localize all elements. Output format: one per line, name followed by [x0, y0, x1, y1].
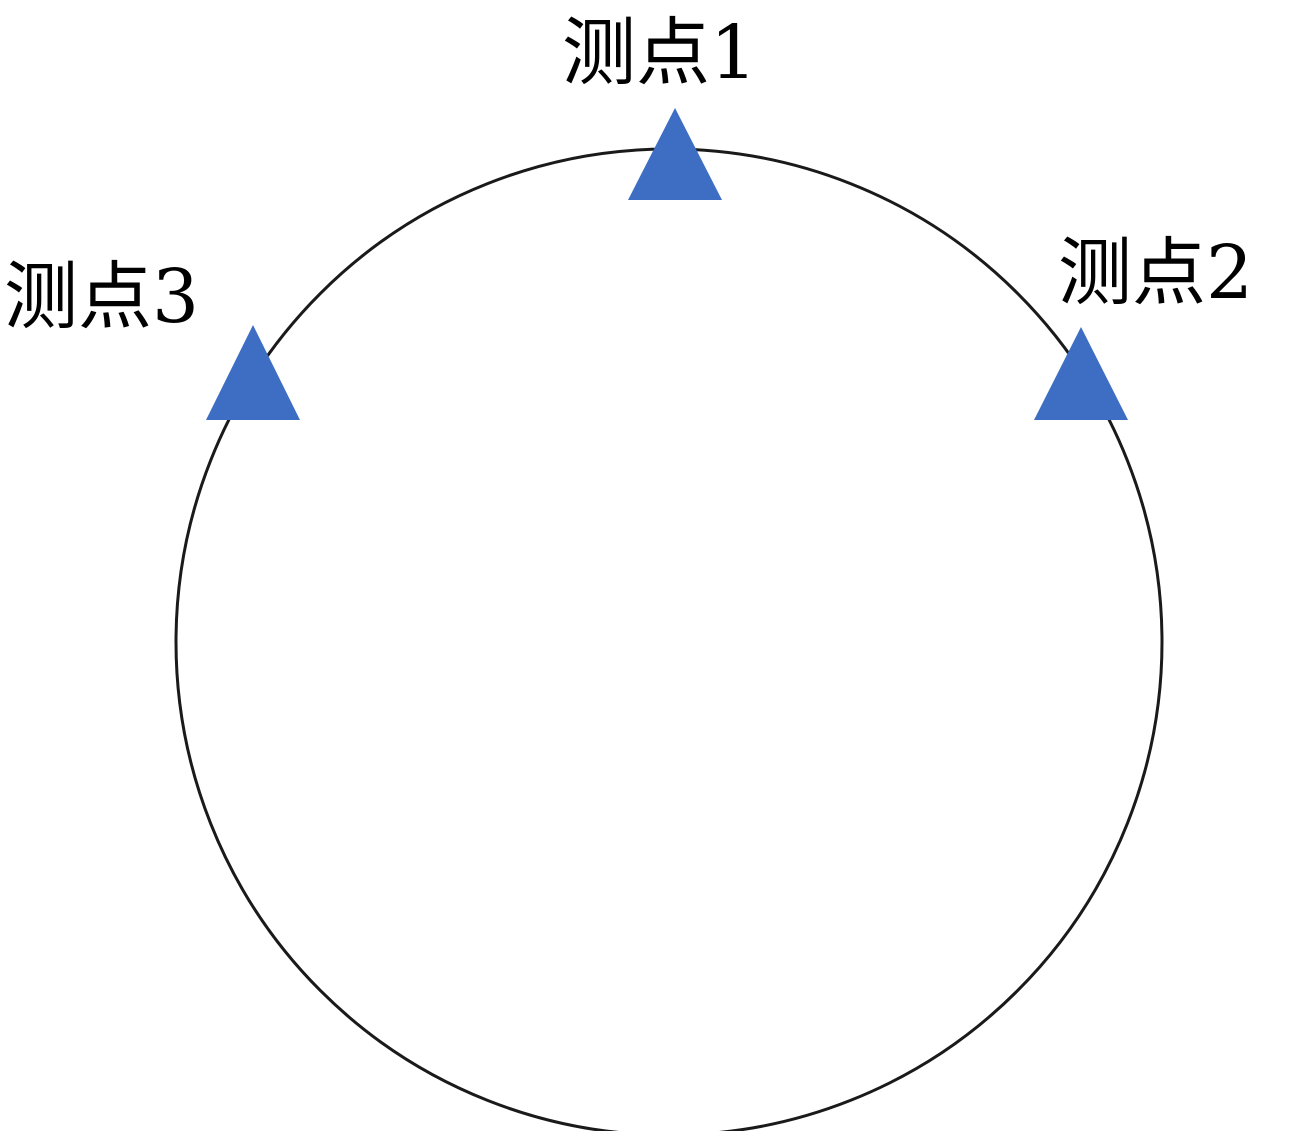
measurement-ring: [174, 147, 1164, 1131]
measurement-point-1: 测点1: [562, 10, 757, 200]
measurement-point-3: 测点3: [4, 254, 300, 420]
measurement-point-2: 测点2: [1034, 230, 1253, 420]
measurement-point-label: 测点1: [562, 10, 757, 96]
triangle-marker-icon: [206, 325, 300, 420]
triangle-marker-icon: [628, 108, 722, 200]
triangle-marker-icon: [1034, 327, 1128, 420]
measurement-point-label: 测点3: [4, 254, 199, 340]
measurement-point-label: 测点2: [1058, 230, 1253, 316]
